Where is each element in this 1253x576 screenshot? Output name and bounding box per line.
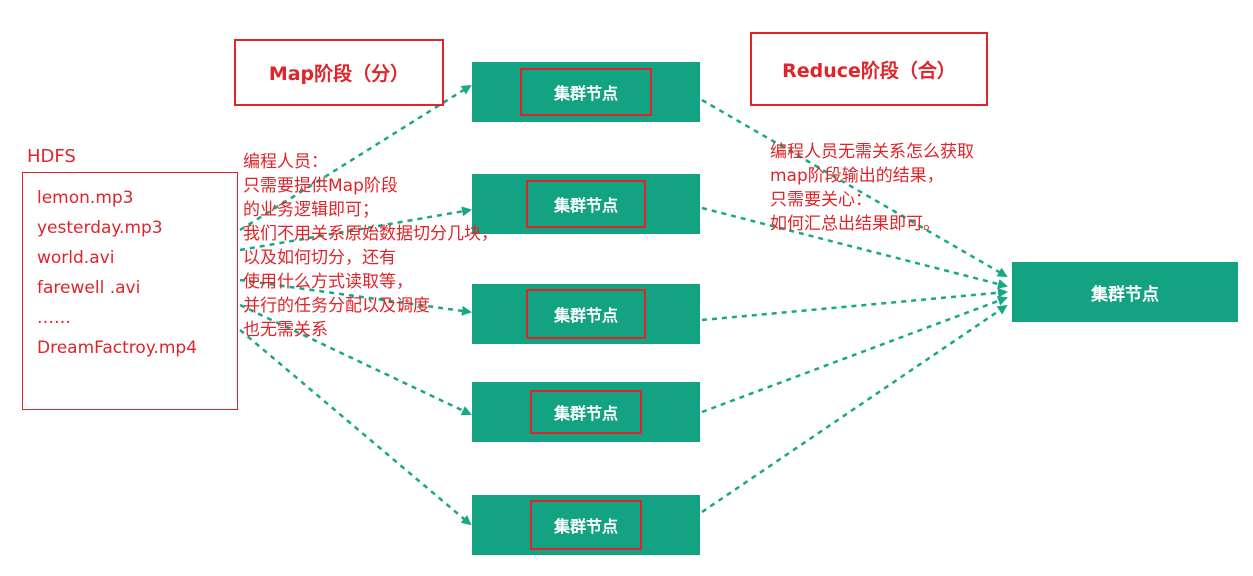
cluster-node-label: 集群节点	[526, 289, 646, 339]
note-line: 以及如何切分，还有	[243, 248, 396, 268]
note-line: 只需要提供Map阶段	[243, 176, 398, 196]
note-line: 并行的任务分配以及调度	[243, 296, 430, 316]
note-line: 我们不用关系原始数据切分几块，	[243, 224, 498, 244]
note-line: 只需要关心：	[770, 190, 872, 210]
note-line: 使用什么方式读取等，	[243, 272, 413, 292]
note-line: 编程人员无需关系怎么获取	[770, 142, 974, 162]
cluster-node-1: 集群节点	[472, 62, 700, 122]
arrow-node-3-to-final	[701, 287, 1008, 322]
hdfs-file: lemon.mp3	[37, 188, 134, 208]
hdfs-file-list: lemon.mp3 yesterday.mp3 world.avi farewe…	[22, 172, 238, 410]
cluster-node-label: 集群节点	[520, 68, 652, 116]
note-line: 的业务逻辑即可；	[243, 200, 379, 220]
cluster-node-4: 集群节点	[472, 382, 700, 442]
note-line: 如何汇总出结果即可。	[770, 214, 940, 234]
map-stage-note: 编程人员： 只需要提供Map阶段 的业务逻辑即可； 我们不用关系原始数据切分几块…	[243, 150, 498, 342]
reduce-stage-label: Reduce阶段（合）	[750, 32, 988, 106]
hdfs-file-ellipsis: ……	[37, 308, 71, 328]
note-line: 也无需关系	[243, 320, 328, 340]
hdfs-file: DreamFactroy.mp4	[37, 338, 198, 358]
cluster-node-label: 集群节点	[526, 180, 646, 228]
arrow-node-1-to-final	[701, 98, 1008, 278]
cluster-node-label: 集群节点	[530, 390, 642, 434]
hdfs-title: HDFS	[27, 146, 76, 167]
arrow-hdfs-to-node-3	[239, 278, 472, 316]
final-cluster-node: 集群节点	[1012, 262, 1238, 322]
note-line: 编程人员：	[243, 152, 328, 172]
arrow-hdfs-to-node-2	[239, 206, 472, 252]
cluster-node-label: 集群节点	[530, 500, 642, 550]
arrow-hdfs-to-node-4	[239, 303, 472, 416]
hdfs-file: world.avi	[37, 248, 115, 268]
note-line: map阶段输出的结果，	[770, 166, 944, 186]
arrow-node-5-to-final	[701, 304, 1008, 514]
map-stage-label: Map阶段（分）	[234, 39, 444, 106]
cluster-node-3: 集群节点	[472, 284, 700, 344]
cluster-node-5: 集群节点	[472, 495, 700, 555]
arrow-node-4-to-final	[701, 296, 1008, 414]
arrow-node-2-to-final	[701, 206, 1008, 289]
arrow-hdfs-to-node-5	[239, 329, 472, 526]
hdfs-file: yesterday.mp3	[37, 218, 163, 238]
hdfs-file: farewell .avi	[37, 278, 141, 298]
reduce-stage-note: 编程人员无需关系怎么获取 map阶段输出的结果， 只需要关心： 如何汇总出结果即…	[770, 140, 974, 236]
cluster-node-2: 集群节点	[472, 174, 700, 234]
